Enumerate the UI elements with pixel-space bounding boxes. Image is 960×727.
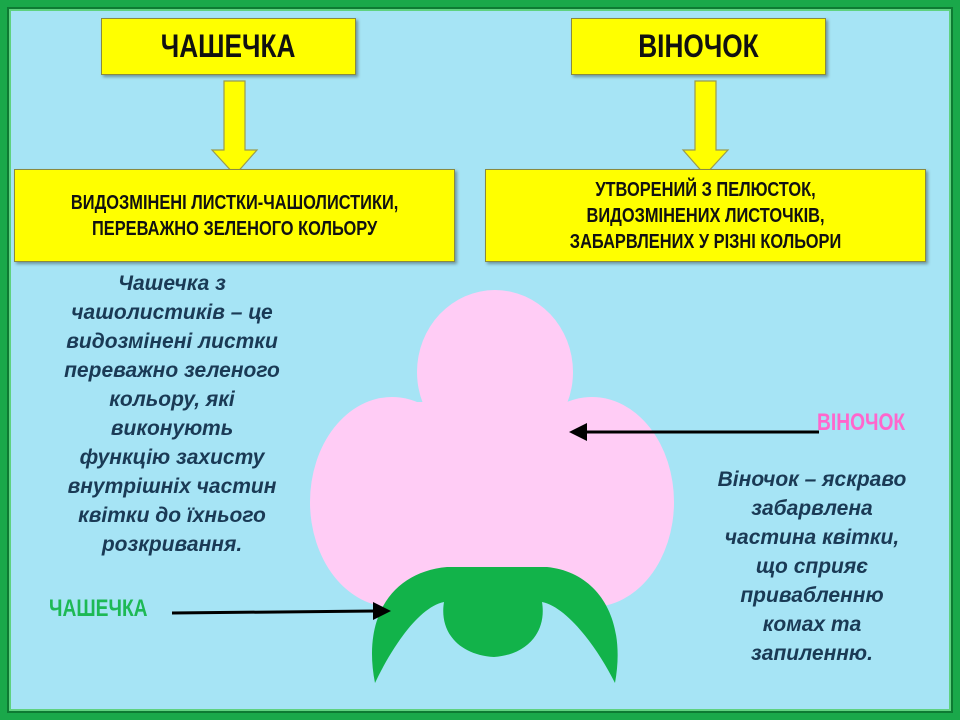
diagram-graphics	[171, 80, 819, 683]
corolla-title: ВІНОЧОК	[638, 28, 759, 64]
calyx-title: ЧАШЕЧКА	[161, 28, 296, 64]
calyx-shape	[371, 567, 618, 683]
corolla-definition: УТВОРЕНИЙ З ПЕЛЮСТОК, ВИДОЗМІНЕНИХ ЛИСТО…	[569, 178, 842, 253]
corolla-label: ВІНОЧОК	[817, 409, 906, 436]
arrow-down-right	[681, 80, 730, 176]
arrow-down-left	[210, 80, 259, 176]
calyx-label: ЧАШЕЧКА	[49, 595, 148, 622]
corolla-definition-box: УТВОРЕНИЙ З ПЕЛЮСТОК, ВИДОЗМІНЕНИХ ЛИСТО…	[485, 169, 926, 262]
calyx-pointer-arrow	[171, 602, 391, 620]
calyx-definition: ВИДОЗМІНЕНІ ЛИСТКИ-ЧАШОЛИСТИКИ, ПЕРЕВАЖН…	[70, 191, 399, 240]
calyx-definition-box: ВИДОЗМІНЕНІ ЛИСТКИ-ЧАШОЛИСТИКИ, ПЕРЕВАЖН…	[14, 169, 455, 262]
corolla-note: Віночок – яскраво забарвлена частина кві…	[717, 468, 907, 665]
corolla-shape	[310, 290, 674, 607]
calyx-title-box: ЧАШЕЧКА	[101, 18, 356, 75]
corolla-pointer-arrow	[569, 423, 819, 441]
corolla-title-box: ВІНОЧОК	[571, 18, 826, 75]
calyx-note: Чашечка з чашолистиків – це видозмінені …	[64, 272, 280, 556]
